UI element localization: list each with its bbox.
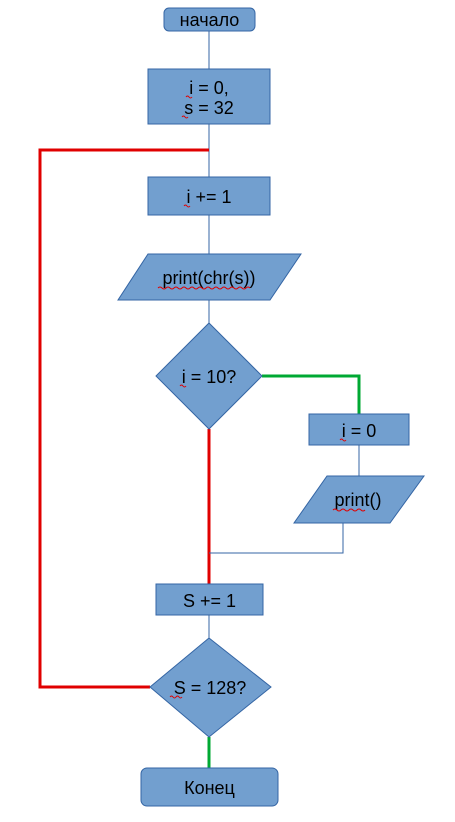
node-print-newline: print() [293,475,425,524]
node-print-chr: print(chr(s)) [117,253,302,301]
edge-print-newline-to-inc-s [209,523,344,554]
node-inc-s-label: S += 1 [183,591,236,611]
node-check-i: i = 10? [155,322,263,430]
node-inc-i-label: i += 1 [186,187,231,207]
spellcheck-underline [181,115,189,119]
spellcheck-underline [185,95,193,99]
spellcheck-underline [169,695,183,699]
node-init: i = 0, s = 32 [147,68,271,125]
spellcheck-underline [339,438,347,442]
node-check-i-label: i = 10? [182,367,237,387]
node-start-label: начало [180,10,240,30]
node-end: Конец [140,767,279,807]
spellcheck-underline [332,508,366,512]
node-print-newline-label: print() [334,490,381,510]
edge-check-s-loop-back [38,148,209,689]
spellcheck-underline [157,286,251,290]
node-reset-i-label: i = 0 [342,421,377,441]
node-inc-i: i += 1 [147,176,271,216]
spellcheck-underline [183,204,191,208]
node-init-label-line1: i = 0, [189,78,229,98]
node-reset-i: i = 0 [308,413,410,446]
spellcheck-underline [179,384,187,388]
node-check-s-label: S = 128? [174,678,247,698]
node-check-s: S = 128? [149,637,272,738]
node-start: начало [163,7,256,32]
node-print-chr-label: print(chr(s)) [163,268,256,288]
node-end-label: Конец [184,778,235,798]
edge-check-i-to-reset-i [262,374,361,414]
node-inc-s: S += 1 [155,583,264,616]
node-init-label-line2: s = 32 [184,98,234,118]
